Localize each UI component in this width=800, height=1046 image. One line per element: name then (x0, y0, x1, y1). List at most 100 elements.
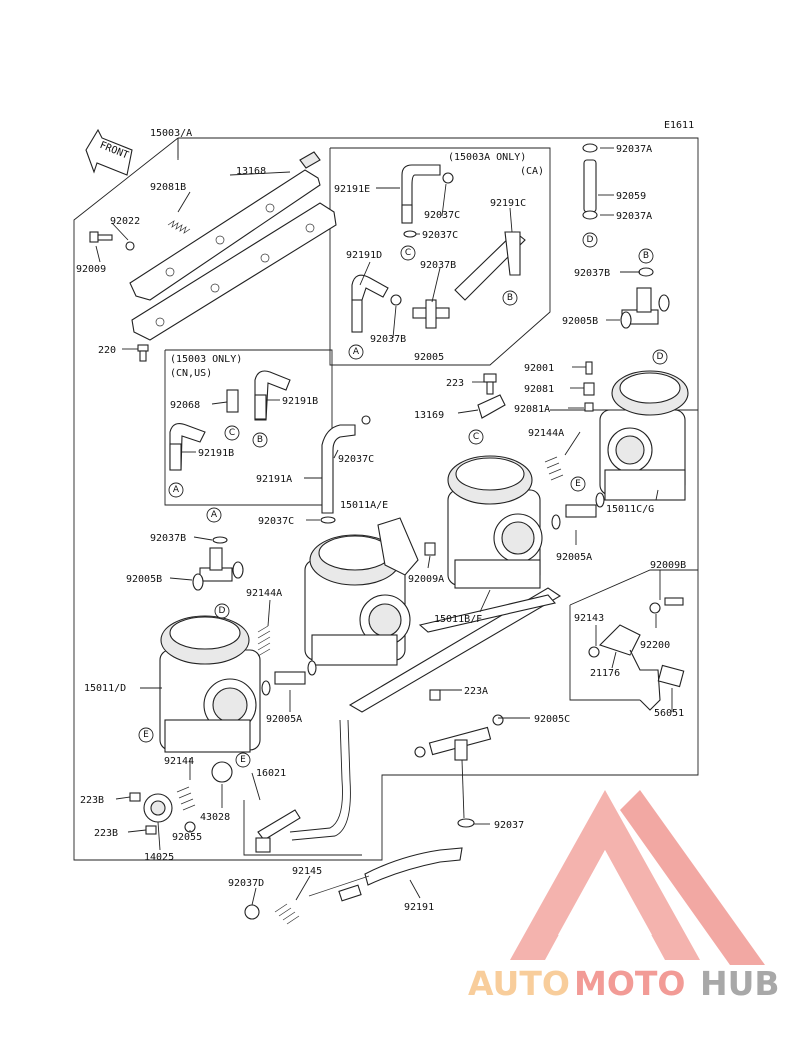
svg-text:D: D (657, 352, 664, 362)
spring-92143 (588, 646, 600, 658)
callout-92191b-b: 92191B (198, 448, 234, 459)
box-15003a-only: (15003A ONLY) (CA) (329, 147, 551, 366)
watermark-text-hub: HUB (700, 964, 780, 1003)
clamp-92037 (457, 818, 475, 828)
callout-15003a: 15003/A (150, 128, 192, 139)
callout-92037c-b: 92037C (422, 230, 458, 241)
callout-92191b-a: 92191B (282, 396, 318, 407)
ref-e-right: E (570, 476, 586, 492)
callout-92009a: 92009A (408, 574, 444, 585)
bolt-92009b (664, 597, 684, 606)
svg-text:E: E (143, 730, 149, 740)
mounting-bracket-lower (131, 202, 337, 341)
callout-92068: 92068 (170, 400, 200, 411)
clamp-92037a-bottom (582, 210, 598, 220)
ring-92081a (584, 402, 594, 412)
choke-bar-lower (418, 594, 557, 633)
callout-92144: 92144 (164, 756, 194, 767)
callout-92145: 92145 (292, 866, 322, 877)
callout-223b-a: 223B (80, 795, 104, 806)
ref-c-left: C (224, 425, 240, 441)
callout-92144a-a: 92144A (528, 428, 564, 439)
svg-text:D: D (219, 606, 226, 616)
callout-92143: 92143 (574, 613, 604, 624)
ref-c-top: C (400, 245, 416, 261)
box-cable (243, 800, 362, 856)
callout-92005a-a: 92005A (556, 552, 592, 563)
box-choke-b (569, 605, 650, 701)
ref-c-center: C (468, 429, 484, 445)
spring-92144 (176, 786, 196, 811)
svg-text:C: C (405, 248, 411, 258)
callout-92191: 92191 (404, 902, 434, 913)
callout-21176: 21176 (590, 668, 620, 679)
carburetor-15011d (159, 615, 261, 753)
hose-92191b-upper (254, 370, 291, 421)
clamp-92037c-b (403, 230, 417, 238)
hose-92191c (454, 231, 526, 301)
clamp-92037c-d (320, 516, 336, 524)
spring-92144a-right (544, 456, 564, 481)
callout-13168: 13168 (236, 166, 266, 177)
spring-92145 (274, 875, 370, 925)
fuel-joint-92005c (414, 714, 504, 761)
callout-92037: 92037 (494, 820, 524, 831)
note-15003a-line1: (15003A ONLY) (448, 152, 526, 163)
screw-223-shaft (486, 381, 494, 395)
svg-text:B: B (257, 435, 263, 445)
svg-text:D: D (587, 235, 594, 245)
callout-15011d: 15011/D (84, 683, 126, 694)
choke-cable-16021 (255, 719, 351, 853)
screw-92009a (424, 542, 436, 556)
screw-223a (429, 689, 441, 701)
ref-a-top: A (348, 344, 364, 360)
callout-92005c: 92005C (534, 714, 570, 725)
ref-markers: C B A D B C B A D C E A D E E (138, 232, 668, 768)
callout-92059: 92059 (616, 191, 646, 202)
fitting-92005a-left (261, 660, 317, 696)
ref-d-right: D (652, 349, 668, 365)
carburetor-15011ae (304, 534, 411, 666)
callout-15011ae: 15011A/E (340, 500, 388, 511)
callout-223a: 223A (464, 686, 488, 697)
callout-92005b-b: 92005B (126, 574, 162, 585)
callout-labels: 15003/A 13168 92081B 92022 92009 220 921… (76, 128, 686, 913)
washer-92022 (125, 241, 135, 251)
front-arrow: FRONT (85, 128, 133, 176)
screw-92001 (585, 361, 593, 375)
fuel-line-leader (461, 759, 465, 819)
ref-b-left: B (252, 432, 268, 448)
ref-d-topright: D (582, 232, 598, 248)
watermark-text-moto: MOTO (574, 964, 685, 1003)
note-15003-line2: (CN,US) (170, 368, 212, 379)
screw-223b-b (145, 825, 157, 835)
svg-text:E: E (240, 755, 246, 765)
fitting-92005b-right (620, 287, 670, 329)
callout-92037a-b: 92037A (616, 211, 652, 222)
clamp-92037b-right (638, 267, 654, 277)
carburetor-15011cg (599, 370, 689, 501)
spring-92081 (583, 382, 595, 396)
screw-223b-a (129, 792, 141, 802)
hose-92191a (321, 424, 356, 514)
clamp-92037c-a (442, 172, 454, 184)
callout-92191d: 92191D (346, 250, 382, 261)
hose-92191b-lower (169, 423, 206, 471)
spring-92144a-left (257, 625, 271, 657)
callout-92037c-a: 92037C (424, 210, 460, 221)
ref-a-left: A (168, 482, 184, 498)
callout-92037b-d: 92037B (150, 533, 186, 544)
callout-92081a: 92081A (514, 404, 550, 415)
callout-92005a-b: 92005A (266, 714, 302, 725)
fitting-92005b-left (192, 547, 244, 591)
watermark-text-auto: AUTO (468, 964, 570, 1003)
fitting-92005a-right (551, 492, 605, 530)
callout-92037a-a: 92037A (616, 144, 652, 155)
clamp-92037d (244, 904, 260, 920)
svg-text:A: A (173, 485, 180, 495)
hose-92191 (364, 847, 463, 886)
hose-92145-end (338, 884, 362, 902)
mounting-bracket-upper (129, 151, 321, 301)
ref-a-mid: A (206, 507, 222, 523)
